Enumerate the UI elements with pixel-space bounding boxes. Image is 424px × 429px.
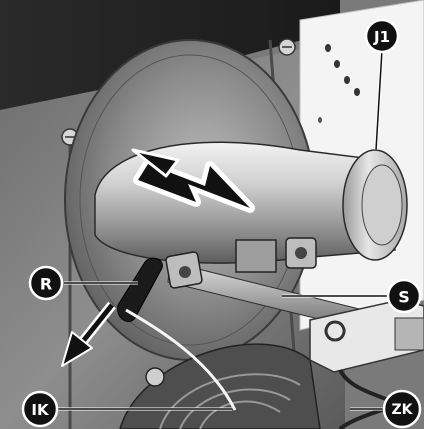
label-s: S (386, 278, 422, 314)
label-ik-text: IK (31, 401, 50, 419)
tube-outlet (361, 164, 403, 246)
bracket-holes (318, 44, 360, 123)
label-zk: ZK (382, 389, 422, 429)
label-r-text: R (40, 275, 52, 294)
pull-direction-arrow (131, 148, 255, 213)
label-zk-text: ZK (392, 402, 414, 418)
label-j1-text: J1 (373, 28, 390, 46)
ionization-electrode (117, 257, 237, 411)
label-s-text: S (398, 288, 410, 307)
screw-top (278, 38, 296, 56)
label-ik: IK (21, 390, 59, 428)
leader-lines (58, 49, 389, 411)
label-r: R (28, 265, 64, 301)
electrode-removal-arrow (61, 301, 116, 367)
label-j1: J1 (364, 18, 400, 54)
right-bracket (309, 299, 424, 429)
